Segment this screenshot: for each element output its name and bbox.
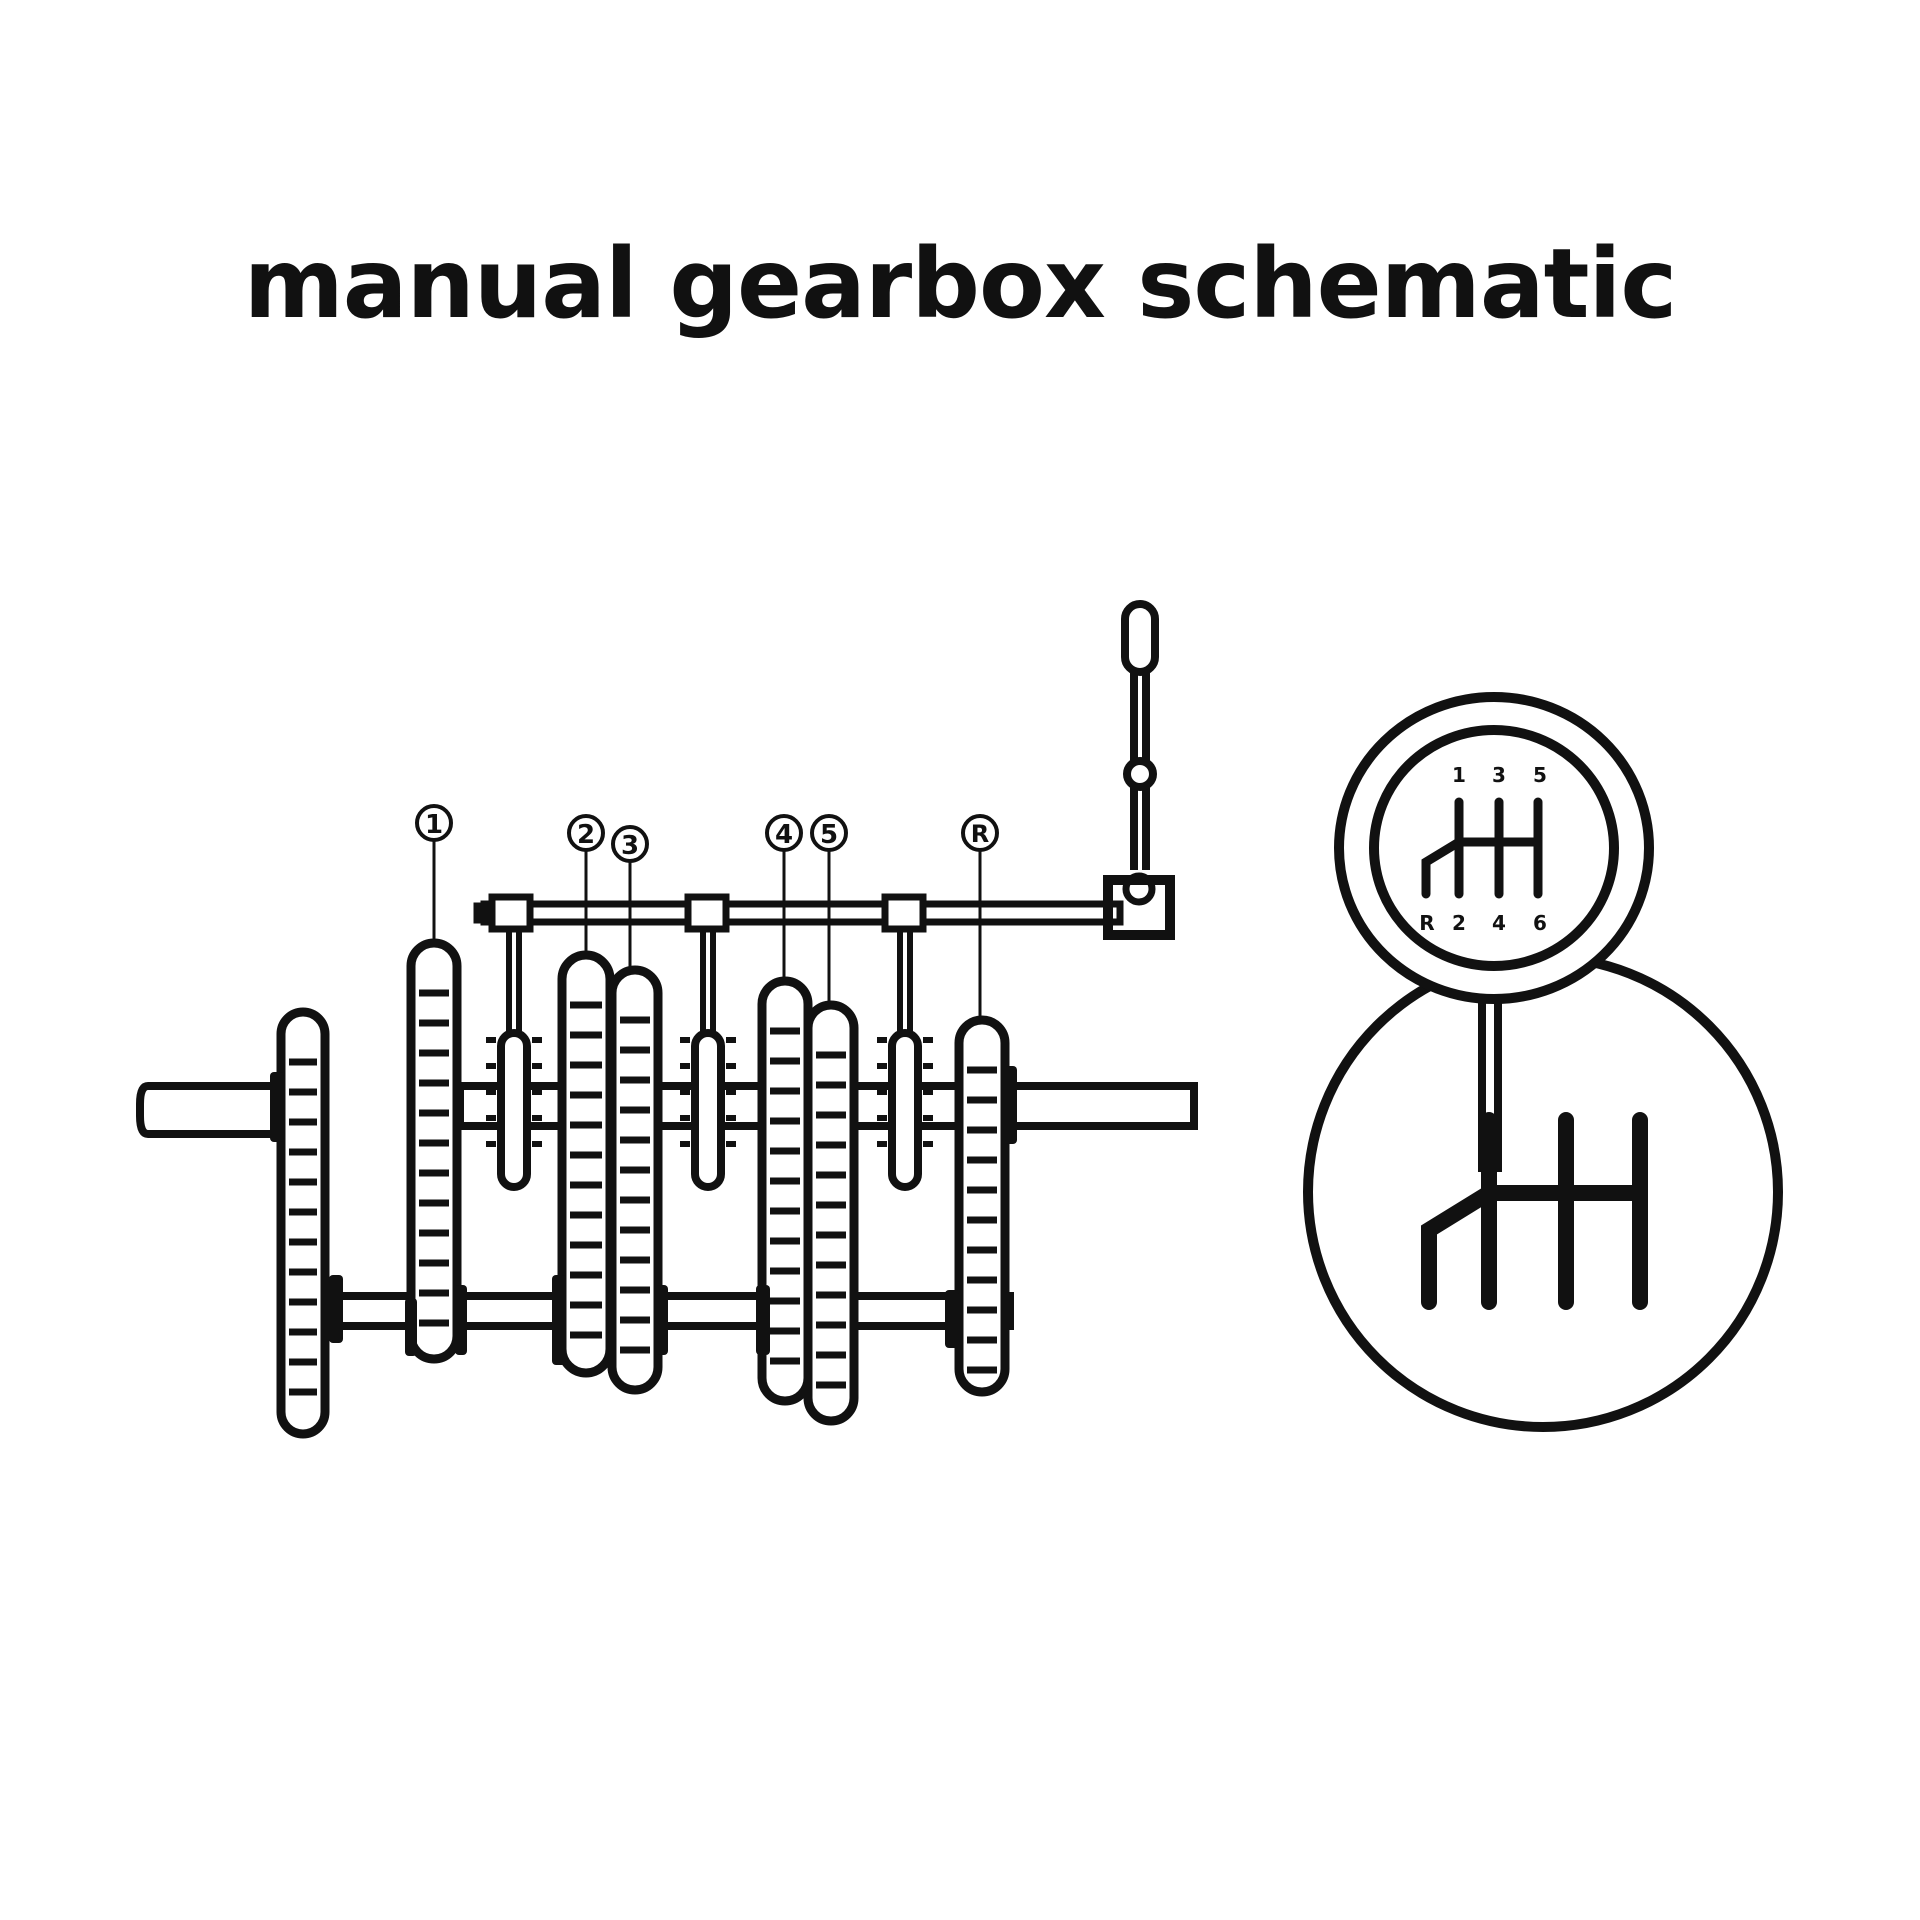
- shift-knob: 1 3 5 R 2 4 6: [1303, 692, 1783, 1432]
- gear-label-r-group: R: [961, 814, 999, 852]
- gear-5: [803, 1000, 859, 1426]
- gear-r: [954, 1015, 1010, 1397]
- shift-label-1: 1: [1452, 763, 1466, 787]
- gear-label-1: 1: [425, 810, 443, 840]
- gear-2-body: [557, 950, 615, 1378]
- selector-fork-3-block: [881, 893, 927, 933]
- shift-pattern-small: [1421, 797, 1543, 899]
- gear-r-body: [954, 1015, 1010, 1397]
- selector-fork-2-sleeve: [691, 1029, 725, 1191]
- gear-1: [406, 938, 462, 1364]
- gear-label-5-group: 5: [810, 814, 848, 852]
- input-shaft: [136, 1082, 275, 1138]
- selector-fork-2-block: [684, 893, 730, 933]
- gear-2: [557, 950, 615, 1378]
- gear-5-body: [803, 1000, 859, 1426]
- gear-label-3-group: 3: [611, 825, 649, 863]
- selector-fork-2: [680, 893, 736, 1191]
- shaft-hub: [756, 1285, 770, 1355]
- gear-3-body: [607, 965, 663, 1395]
- selector-fork-1: [486, 893, 542, 1191]
- gear-leader-lines: [432, 840, 982, 1020]
- gear-stack: [270, 938, 1017, 1439]
- gear-label-2-group: 2: [567, 814, 605, 852]
- gear-label-1-group: 1: [415, 804, 453, 842]
- selector-rail: [473, 872, 1175, 940]
- gear-label-r: R: [971, 820, 989, 848]
- shift-pattern-large: [1421, 1112, 1648, 1310]
- gear-label-4: 4: [775, 820, 793, 850]
- gear-3: [607, 965, 663, 1395]
- shaft-hub: [405, 1298, 417, 1356]
- shift-label-5: 5: [1533, 763, 1547, 787]
- shift-label-6: 6: [1533, 911, 1547, 935]
- gear-label-5: 5: [820, 820, 838, 850]
- selector-fork-1-sleeve: [497, 1029, 531, 1191]
- gear-label-4-group: 4: [765, 814, 803, 852]
- selector-fork-3: [877, 893, 933, 1191]
- gear-label-2: 2: [577, 820, 595, 850]
- shift-label-2: 2: [1452, 911, 1466, 935]
- shaft-hub: [552, 1275, 566, 1365]
- shaft-hub: [945, 1290, 959, 1348]
- selector-fork-3-sleeve: [888, 1029, 922, 1191]
- input-drive-gear-body: [276, 1007, 330, 1439]
- shift-pattern-bottom-labels: R 2 4 6: [1419, 911, 1547, 935]
- shift-label-3: 3: [1492, 763, 1506, 787]
- input-collar: [270, 1072, 284, 1142]
- knob-head-inner: [1369, 725, 1619, 971]
- shift-lever: [1121, 600, 1159, 870]
- selector-forks: [486, 893, 933, 1191]
- page-title: manual gearbox schematic: [243, 228, 1678, 340]
- shift-pattern-top-labels: 1 3 5: [1452, 763, 1547, 787]
- selector-fork-1-block: [488, 893, 534, 933]
- shaft-hub: [455, 1285, 467, 1355]
- input-drive-gear: [276, 1007, 330, 1439]
- shaft-hub: [656, 1285, 668, 1355]
- gear-1-body: [406, 938, 462, 1364]
- shaft-hub: [329, 1275, 343, 1343]
- gear-label-3: 3: [621, 831, 639, 861]
- output-collar: [1005, 1066, 1017, 1144]
- shift-label-4: 4: [1492, 911, 1506, 935]
- shift-label-r: R: [1419, 911, 1434, 935]
